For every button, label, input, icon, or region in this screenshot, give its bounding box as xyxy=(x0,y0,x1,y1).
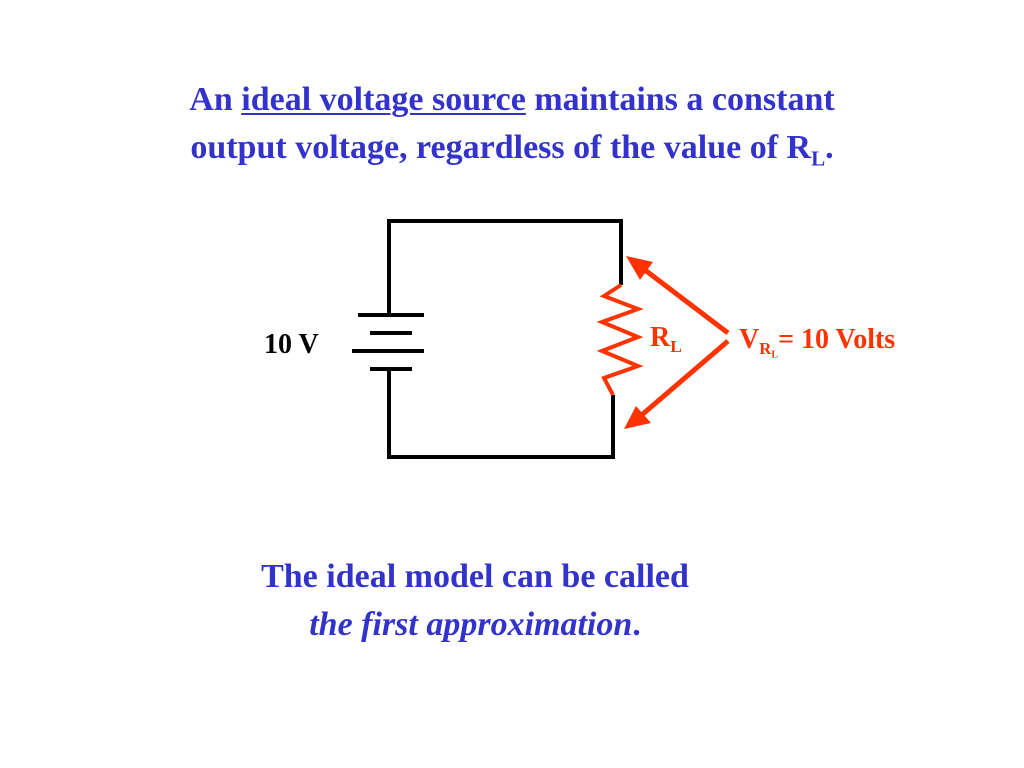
load-voltage-sub-l: L xyxy=(771,349,779,361)
caption-period: . xyxy=(632,606,641,643)
heading-line-2: output voltage, regardless of the value … xyxy=(0,124,1024,172)
source-voltage-label: 10 V xyxy=(264,329,319,360)
resistor-label: RL xyxy=(650,318,682,358)
heading-prefix: An xyxy=(189,81,233,118)
first-approximation-term: the first approximation xyxy=(309,606,633,643)
caption-line-1: The ideal model can be called xyxy=(261,558,689,595)
load-voltage-sub-r: R xyxy=(759,338,772,358)
arrow-lower-head xyxy=(624,406,651,429)
voltage-arrows xyxy=(624,256,730,429)
heading-line2-text: output voltage, regardless of the value … xyxy=(190,129,812,166)
heading-period: . xyxy=(825,129,834,166)
battery-symbol xyxy=(352,313,424,371)
load-voltage-v: V xyxy=(739,324,760,355)
circuit-wire-top-left xyxy=(387,219,623,315)
arrow-upper-head xyxy=(626,256,653,280)
resistor-label-sub-l: L xyxy=(670,337,682,357)
load-voltage-label: VRL= 10 Volts xyxy=(739,320,895,360)
heading-subscript-l: L xyxy=(811,146,826,171)
load-voltage-value: = 10 Volts xyxy=(778,324,896,355)
heading-line-1: An ideal voltage source maintains a cons… xyxy=(0,76,1024,124)
ideal-voltage-source-term: ideal voltage source xyxy=(241,81,526,118)
arrow-upper-shaft xyxy=(639,265,730,335)
caption-line-2: the first approximation. xyxy=(0,601,950,649)
resistor-label-r: R xyxy=(650,322,671,353)
arrow-lower-shaft xyxy=(635,339,730,421)
heading-suffix: maintains a constant xyxy=(534,81,835,118)
slide-heading: An ideal voltage source maintains a cons… xyxy=(0,76,1024,172)
resistor-symbol xyxy=(596,283,644,396)
circuit-wire-bottom xyxy=(387,369,615,459)
slide-caption: The ideal model can be called the first … xyxy=(0,553,950,649)
